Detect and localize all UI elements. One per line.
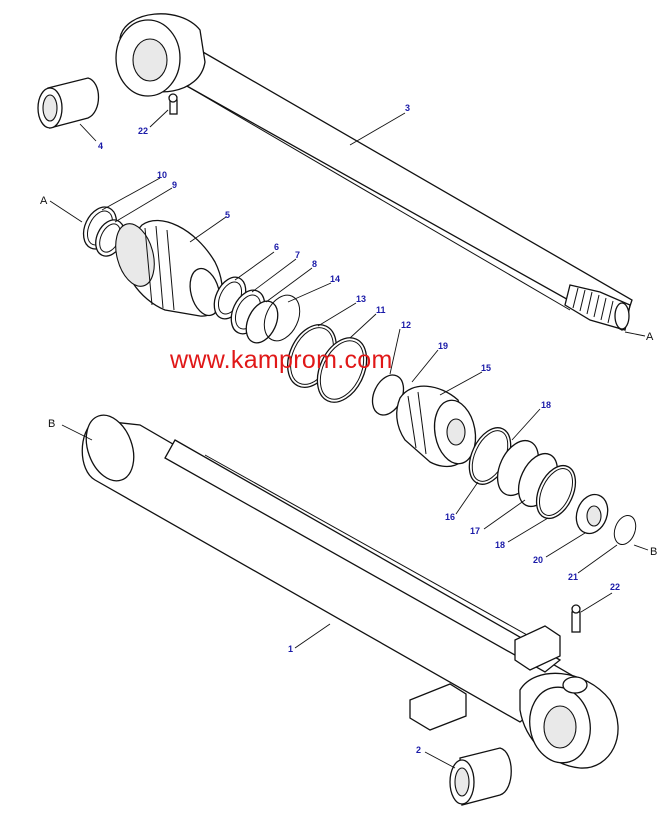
callout-7: 7: [295, 250, 300, 260]
piston-rod-part-3: [115, 13, 633, 331]
grease-fitting-part-22-top: [168, 93, 178, 115]
callout-2: 2: [416, 745, 421, 755]
ref-a-left: A: [40, 195, 48, 207]
cylinder-tube-part-1: [81, 414, 619, 769]
callout-18-bottom: 18: [495, 540, 505, 550]
ring-part-18-b: [535, 464, 577, 520]
callout-15: 15: [481, 363, 491, 373]
callout-8: 8: [312, 259, 317, 269]
ring-part-8: [245, 300, 279, 344]
callout-6: 6: [274, 242, 279, 252]
ref-a-right: A: [646, 331, 654, 343]
callout-20: 20: [533, 555, 543, 565]
callout-19: 19: [438, 341, 448, 351]
bushing-part-4: [37, 77, 100, 129]
callout-9: 9: [172, 180, 177, 190]
wire-ring-part-14: [263, 294, 301, 342]
callout-21: 21: [568, 572, 578, 582]
callout-4: 4: [98, 141, 103, 151]
callout-13: 13: [356, 294, 366, 304]
callout-18-top: 18: [541, 400, 551, 410]
leader-lines: [49, 109, 649, 769]
callout-22-top: 22: [138, 126, 148, 136]
callout-5: 5: [225, 210, 230, 220]
snap-ring-part-21: [613, 514, 637, 546]
grease-fitting-part-22-bottom: [571, 604, 581, 633]
ref-b-right: B: [650, 546, 657, 558]
callout-10: 10: [157, 170, 167, 180]
callout-1: 1: [288, 644, 293, 654]
callout-3: 3: [405, 103, 410, 113]
piston-part-15: [396, 385, 477, 468]
callout-12: 12: [401, 320, 411, 330]
watermark-text: www.kamprom.com: [170, 346, 393, 374]
callout-11: 11: [376, 305, 386, 315]
callout-14: 14: [330, 274, 340, 284]
nut-part-20: [575, 493, 609, 535]
ref-b-left: B: [48, 418, 55, 430]
rod-head-part-5: [115, 219, 223, 317]
callout-22-bottom: 22: [610, 582, 620, 592]
callout-16: 16: [445, 512, 455, 522]
callout-17: 17: [470, 526, 480, 536]
bushing-part-2: [449, 747, 512, 806]
